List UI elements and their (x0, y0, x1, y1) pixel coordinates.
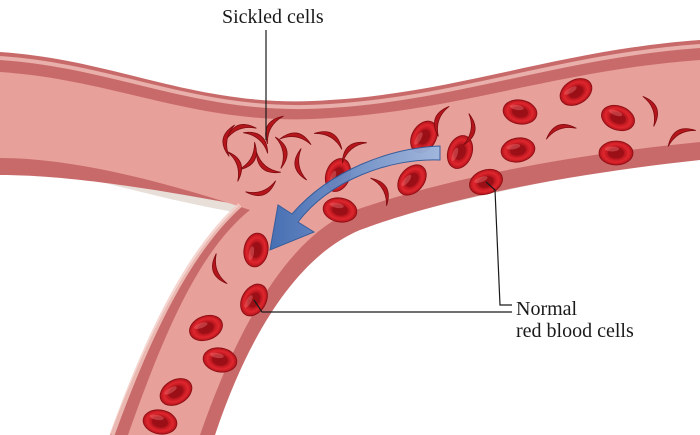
flow-arrow-icon (269, 145, 441, 251)
leader-lines (253, 30, 512, 313)
normal-cells-label: Normal red blood cells (516, 298, 634, 342)
sickled-cells-label: Sickled cells (222, 6, 324, 28)
normal-leader-line-bottom (253, 299, 512, 313)
normal-cells-label-line2: red blood cells (516, 320, 634, 342)
normal-cells-label-line1: Normal (516, 298, 578, 320)
normal-leader-line-top (485, 181, 512, 306)
